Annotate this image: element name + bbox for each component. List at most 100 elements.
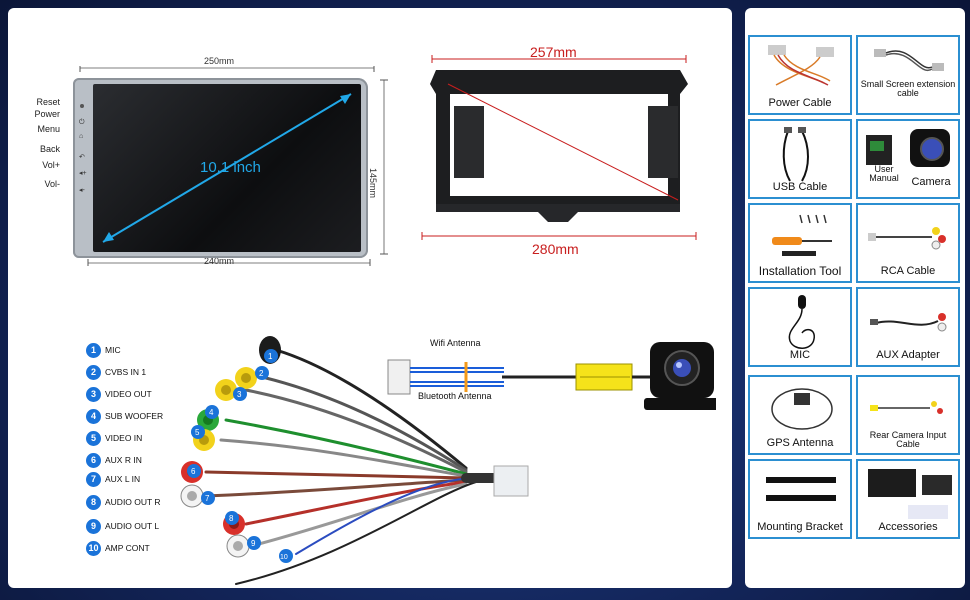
- legend-item: 8 AUDIO OUT R: [86, 494, 161, 510]
- camera-label: Camera: [911, 176, 951, 188]
- frame-bottom-width: 280mm: [532, 241, 579, 257]
- rca-harness-drawing: 1 2 3 4 5 6 7 8 9 10: [180, 336, 529, 585]
- accessory-accessories: Accessories: [856, 459, 960, 539]
- legend-label: AMP CONT: [105, 543, 150, 553]
- accessory-label: RCA Cable: [880, 265, 936, 277]
- mounting-bracket-icon: [766, 477, 836, 501]
- legend-item: 3 VIDEO OUT: [86, 386, 152, 402]
- legend-label: AUDIO OUT L: [105, 521, 160, 531]
- screen-diagonal: 10.1 inch: [200, 159, 261, 176]
- accessory-power-cable: Power Cable: [748, 35, 852, 115]
- legend-num: 6: [86, 452, 101, 468]
- accessory-label: Power Cable: [768, 97, 832, 109]
- rca-cable-icon: [868, 227, 946, 250]
- legend-item: 1 MIC: [86, 342, 121, 358]
- accessory-label: USB Cable: [772, 181, 828, 193]
- vol-down-icon: ◂-: [79, 187, 85, 194]
- svg-text:7: 7: [205, 494, 210, 503]
- accessories-icon: [868, 469, 952, 519]
- side-label-vol-down: Vol-: [44, 179, 60, 189]
- accessory-label: Mounting Bracket: [757, 521, 843, 533]
- accessory-label: Rear Camera Input Cable: [869, 430, 947, 449]
- accessories-panel: Power Cable Small Screen extension cable…: [745, 8, 965, 588]
- usb-cable-icon: [782, 127, 809, 182]
- antenna-camera-drawing: [387, 342, 716, 410]
- legend-num: 2: [86, 364, 101, 380]
- legend-item: 10 AMP CONT: [86, 540, 150, 556]
- extension-cable-icon: [874, 49, 944, 72]
- installation-tool-icon: [772, 214, 832, 256]
- mic-icon: [788, 295, 815, 349]
- side-label-back: Back: [39, 144, 60, 154]
- svg-text:10: 10: [280, 554, 288, 561]
- legend-label: AUDIO OUT R: [105, 497, 161, 507]
- legend-label: AUX R IN: [105, 455, 142, 465]
- aux-adapter-icon: [870, 313, 947, 332]
- svg-text:6: 6: [191, 467, 196, 476]
- legend-item: 6 AUX R IN: [86, 452, 142, 468]
- screen-dimension-lines: [79, 66, 388, 266]
- legend-item: 7 AUX L IN: [86, 471, 140, 487]
- user-manual-label: User Manual: [869, 164, 899, 183]
- legend-num: 1: [86, 342, 101, 358]
- svg-text:8: 8: [229, 514, 234, 523]
- legend-item: 9 AUDIO OUT L: [86, 518, 159, 534]
- accessory-installation-tool: Installation Tool: [748, 203, 852, 283]
- legend-label: VIDEO IN: [105, 433, 143, 443]
- side-label-vol-up: Vol+: [42, 160, 60, 170]
- accessory-label: AUX Adapter: [876, 349, 940, 361]
- legend-item: 4 SUB WOOFER: [86, 408, 163, 424]
- power-cable-icon: [768, 45, 834, 86]
- legend-label: VIDEO OUT: [105, 389, 152, 399]
- side-label-reset: Reset: [36, 97, 60, 107]
- accessory-extension-cable: Small Screen extension cable: [856, 35, 960, 115]
- screen-bottom-width: 240mm: [204, 256, 235, 266]
- svg-text:1: 1: [268, 352, 273, 361]
- accessory-gps-antenna: GPS Antenna: [748, 375, 852, 455]
- back-icon: ↶: [79, 154, 85, 161]
- vol-up-icon: ◂+: [79, 170, 87, 177]
- legend-num: 9: [86, 518, 101, 534]
- screen-height: 145mm: [368, 168, 378, 199]
- side-label-power: Power: [34, 109, 60, 119]
- svg-text:5: 5: [195, 428, 200, 437]
- accessory-mounting-bracket: Mounting Bracket: [748, 459, 852, 539]
- bluetooth-antenna-label: Bluetooth Antenna: [418, 391, 492, 401]
- legend-num: 10: [86, 540, 101, 556]
- screen-top-width: 250mm: [204, 56, 235, 66]
- svg-text:2: 2: [259, 369, 264, 378]
- accessory-mic: MIC: [748, 287, 852, 367]
- rear-camera-cable-icon: [870, 401, 943, 414]
- reset-icon: [80, 104, 84, 108]
- accessory-rca-cable: RCA Cable: [856, 203, 960, 283]
- side-label-menu: Menu: [37, 124, 60, 134]
- accessory-label: GPS Antenna: [766, 437, 834, 449]
- legend-label: SUB WOOFER: [105, 411, 164, 421]
- user-manual-icon: [866, 135, 892, 165]
- legend-num: 4: [86, 408, 101, 424]
- svg-text:3: 3: [237, 390, 242, 399]
- power-icon: ⏻: [79, 119, 85, 126]
- legend-label: AUX L IN: [105, 474, 141, 484]
- accessory-manual-camera: User Manual Camera: [856, 119, 960, 199]
- legend-num: 7: [86, 471, 101, 487]
- head-unit-screen: 10.1 inch ⏻ ⌂ ↶ ◂+ ◂-: [73, 78, 368, 258]
- accessory-label: Installation Tool: [758, 264, 842, 278]
- legend-num: 5: [86, 430, 101, 446]
- accessory-label: Small Screen extension cable: [860, 79, 956, 98]
- accessory-label: MIC: [789, 349, 811, 361]
- accessory-rear-camera-cable: Rear Camera Input Cable: [856, 375, 960, 455]
- accessory-aux-adapter: AUX Adapter: [856, 287, 960, 367]
- legend-num: 8: [86, 494, 101, 510]
- accessory-label: Accessories: [878, 521, 938, 533]
- gps-antenna-icon: [771, 388, 833, 430]
- legend-item: 5 VIDEO IN: [86, 430, 142, 446]
- legend-label: CVBS IN 1: [105, 367, 147, 377]
- legend-num: 3: [86, 386, 101, 402]
- camera-icon: [910, 129, 950, 167]
- legend-item: 2 CVBS IN 1: [86, 364, 146, 380]
- legend-label: MIC: [105, 345, 121, 355]
- wifi-antenna-label: Wifi Antenna: [430, 338, 481, 348]
- svg-text:4: 4: [209, 408, 214, 417]
- accessory-usb-cable: USB Cable: [748, 119, 852, 199]
